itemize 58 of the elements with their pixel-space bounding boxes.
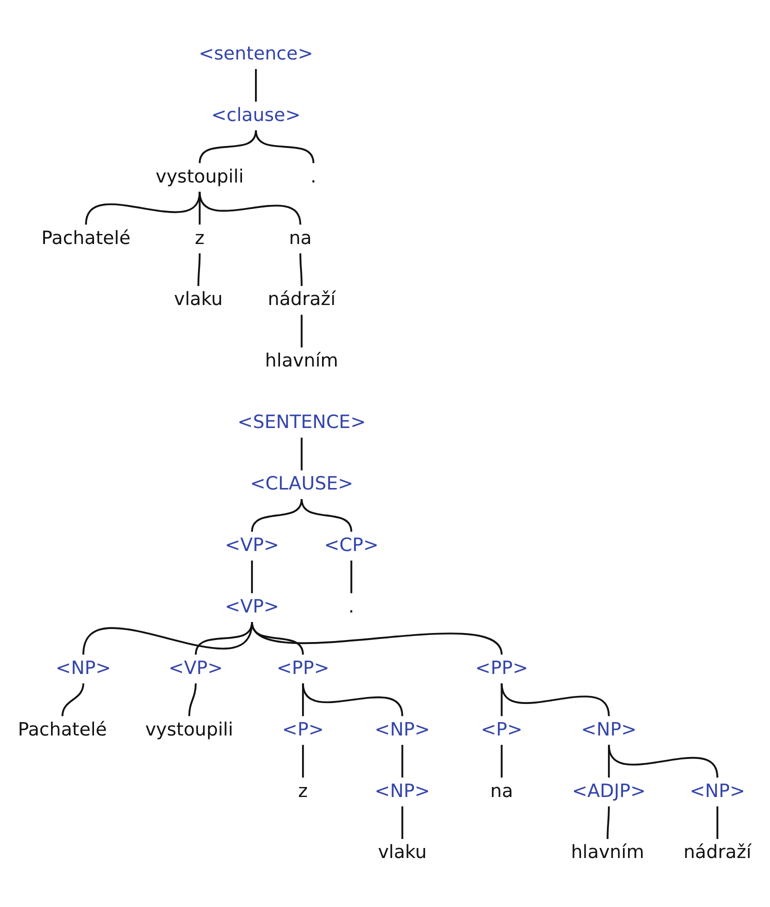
node-text: <CLAUSE> (250, 473, 354, 494)
connector (500, 744, 503, 778)
node-text: hlavním (265, 350, 338, 372)
node-text: vlaku (174, 288, 223, 310)
node-text: vystoupili (145, 718, 234, 740)
node-text: <NP> (581, 718, 637, 740)
node-text: <NP> (374, 780, 430, 802)
node-text: <clause> (211, 104, 301, 126)
connector (188, 682, 197, 716)
connector (255, 130, 314, 163)
node-text: Pachatelé (41, 227, 130, 248)
node-text: . (310, 166, 316, 187)
connector (198, 191, 302, 224)
node-text: vlaku (378, 842, 427, 863)
node-text: na (490, 780, 514, 802)
connector (62, 682, 84, 716)
connector (300, 498, 352, 532)
connector (251, 621, 503, 655)
node-text: vystoupili (156, 166, 244, 187)
connector (606, 806, 610, 839)
connector (401, 744, 404, 778)
connector (251, 560, 253, 593)
node-text: z (298, 780, 308, 802)
node-text: <NP> (374, 718, 430, 740)
node-text: <P> (480, 718, 523, 740)
node-text: <NP> (690, 780, 746, 802)
connector (300, 437, 303, 470)
node-text: . (348, 596, 354, 617)
connector (401, 806, 404, 838)
node-text: <VP> (224, 596, 280, 617)
connector (300, 314, 303, 347)
node-text: <NP> (56, 657, 112, 678)
connector (197, 252, 201, 286)
connector (716, 806, 718, 838)
node-text: <PP> (475, 657, 528, 678)
node-text: <ADJP> (572, 780, 646, 802)
node-text: z (194, 227, 204, 248)
connector (608, 744, 718, 778)
node-text: Pachatelé (18, 718, 107, 740)
connector (302, 682, 404, 716)
node-text: <VP> (168, 657, 223, 678)
connector (500, 682, 610, 716)
node-text: <VP> (224, 534, 280, 556)
node-text: <sentence> (198, 42, 314, 64)
node-text: <P> (282, 718, 324, 740)
connector (251, 498, 303, 532)
node-text: <PP> (276, 657, 330, 678)
node-text: <CP> (324, 534, 379, 556)
connector (85, 191, 201, 224)
connector (254, 68, 257, 102)
connector (302, 744, 304, 778)
node-text: <SENTENCE> (238, 412, 366, 433)
connector (350, 560, 352, 593)
node-text: nádraží (268, 288, 336, 310)
node-text: hlavním (570, 842, 644, 863)
node-text: na (288, 227, 312, 248)
connector (299, 252, 303, 286)
node-text: nádraží (683, 842, 752, 863)
